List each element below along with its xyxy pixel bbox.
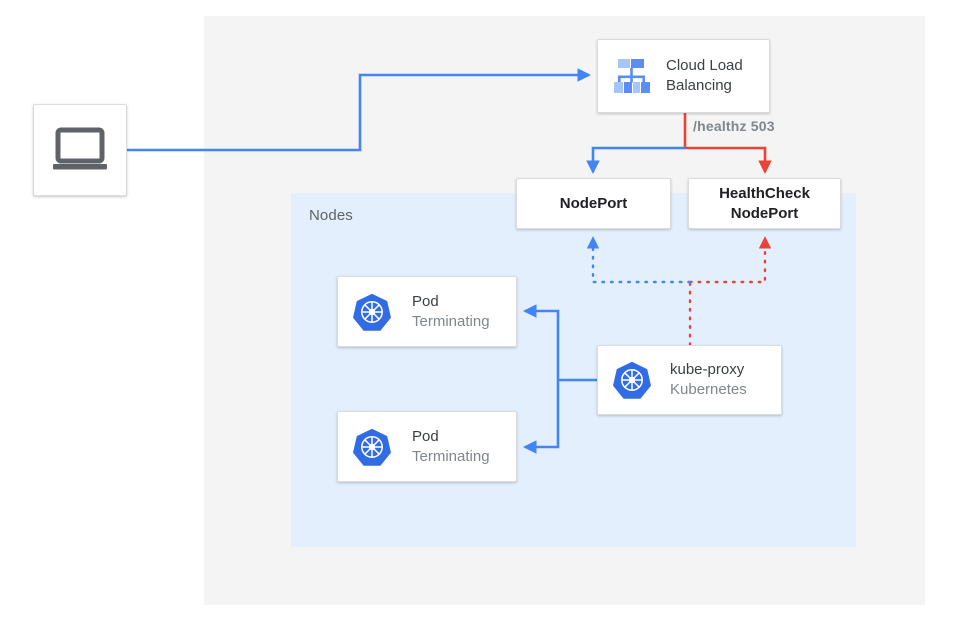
- nodeport-node[interactable]: NodePort: [516, 178, 671, 229]
- cloud-load-balancing-title-line2: Balancing: [666, 77, 732, 94]
- kubernetes-icon: [612, 360, 652, 400]
- healthcheck-nodeport-label-line1: HealthCheck: [719, 184, 810, 202]
- kube-proxy-node[interactable]: kube-proxy Kubernetes: [597, 345, 782, 415]
- kubernetes-icon: [352, 292, 392, 332]
- healthcheck-nodeport-node[interactable]: HealthCheck NodePort: [688, 178, 841, 229]
- pod-bottom-subtitle: Terminating: [412, 447, 490, 465]
- pod-top-subtitle: Terminating: [412, 312, 490, 330]
- cloud-load-balancing-node[interactable]: Cloud Load Balancing: [597, 39, 770, 113]
- cloud-load-balancing-icon: [610, 54, 656, 98]
- laptop-icon: [50, 126, 110, 174]
- nodeport-label: NodePort: [559, 194, 628, 212]
- pod-bottom-title: Pod: [412, 427, 439, 445]
- nodes-panel-label: Nodes: [309, 207, 353, 224]
- kube-proxy-subtitle: Kubernetes: [670, 381, 747, 398]
- cloud-load-balancing-title-line1: Cloud Load: [666, 57, 743, 74]
- healthz-edge-label: /healthz 503: [693, 118, 775, 134]
- pod-top-node[interactable]: Pod Terminating: [337, 276, 517, 347]
- healthcheck-nodeport-label-line2: NodePort: [730, 204, 799, 222]
- kubernetes-icon: [352, 427, 392, 467]
- client-node[interactable]: [33, 104, 127, 196]
- pod-top-title: Pod: [412, 292, 439, 310]
- kube-proxy-title: kube-proxy: [670, 361, 745, 378]
- pod-bottom-node[interactable]: Pod Terminating: [337, 411, 517, 482]
